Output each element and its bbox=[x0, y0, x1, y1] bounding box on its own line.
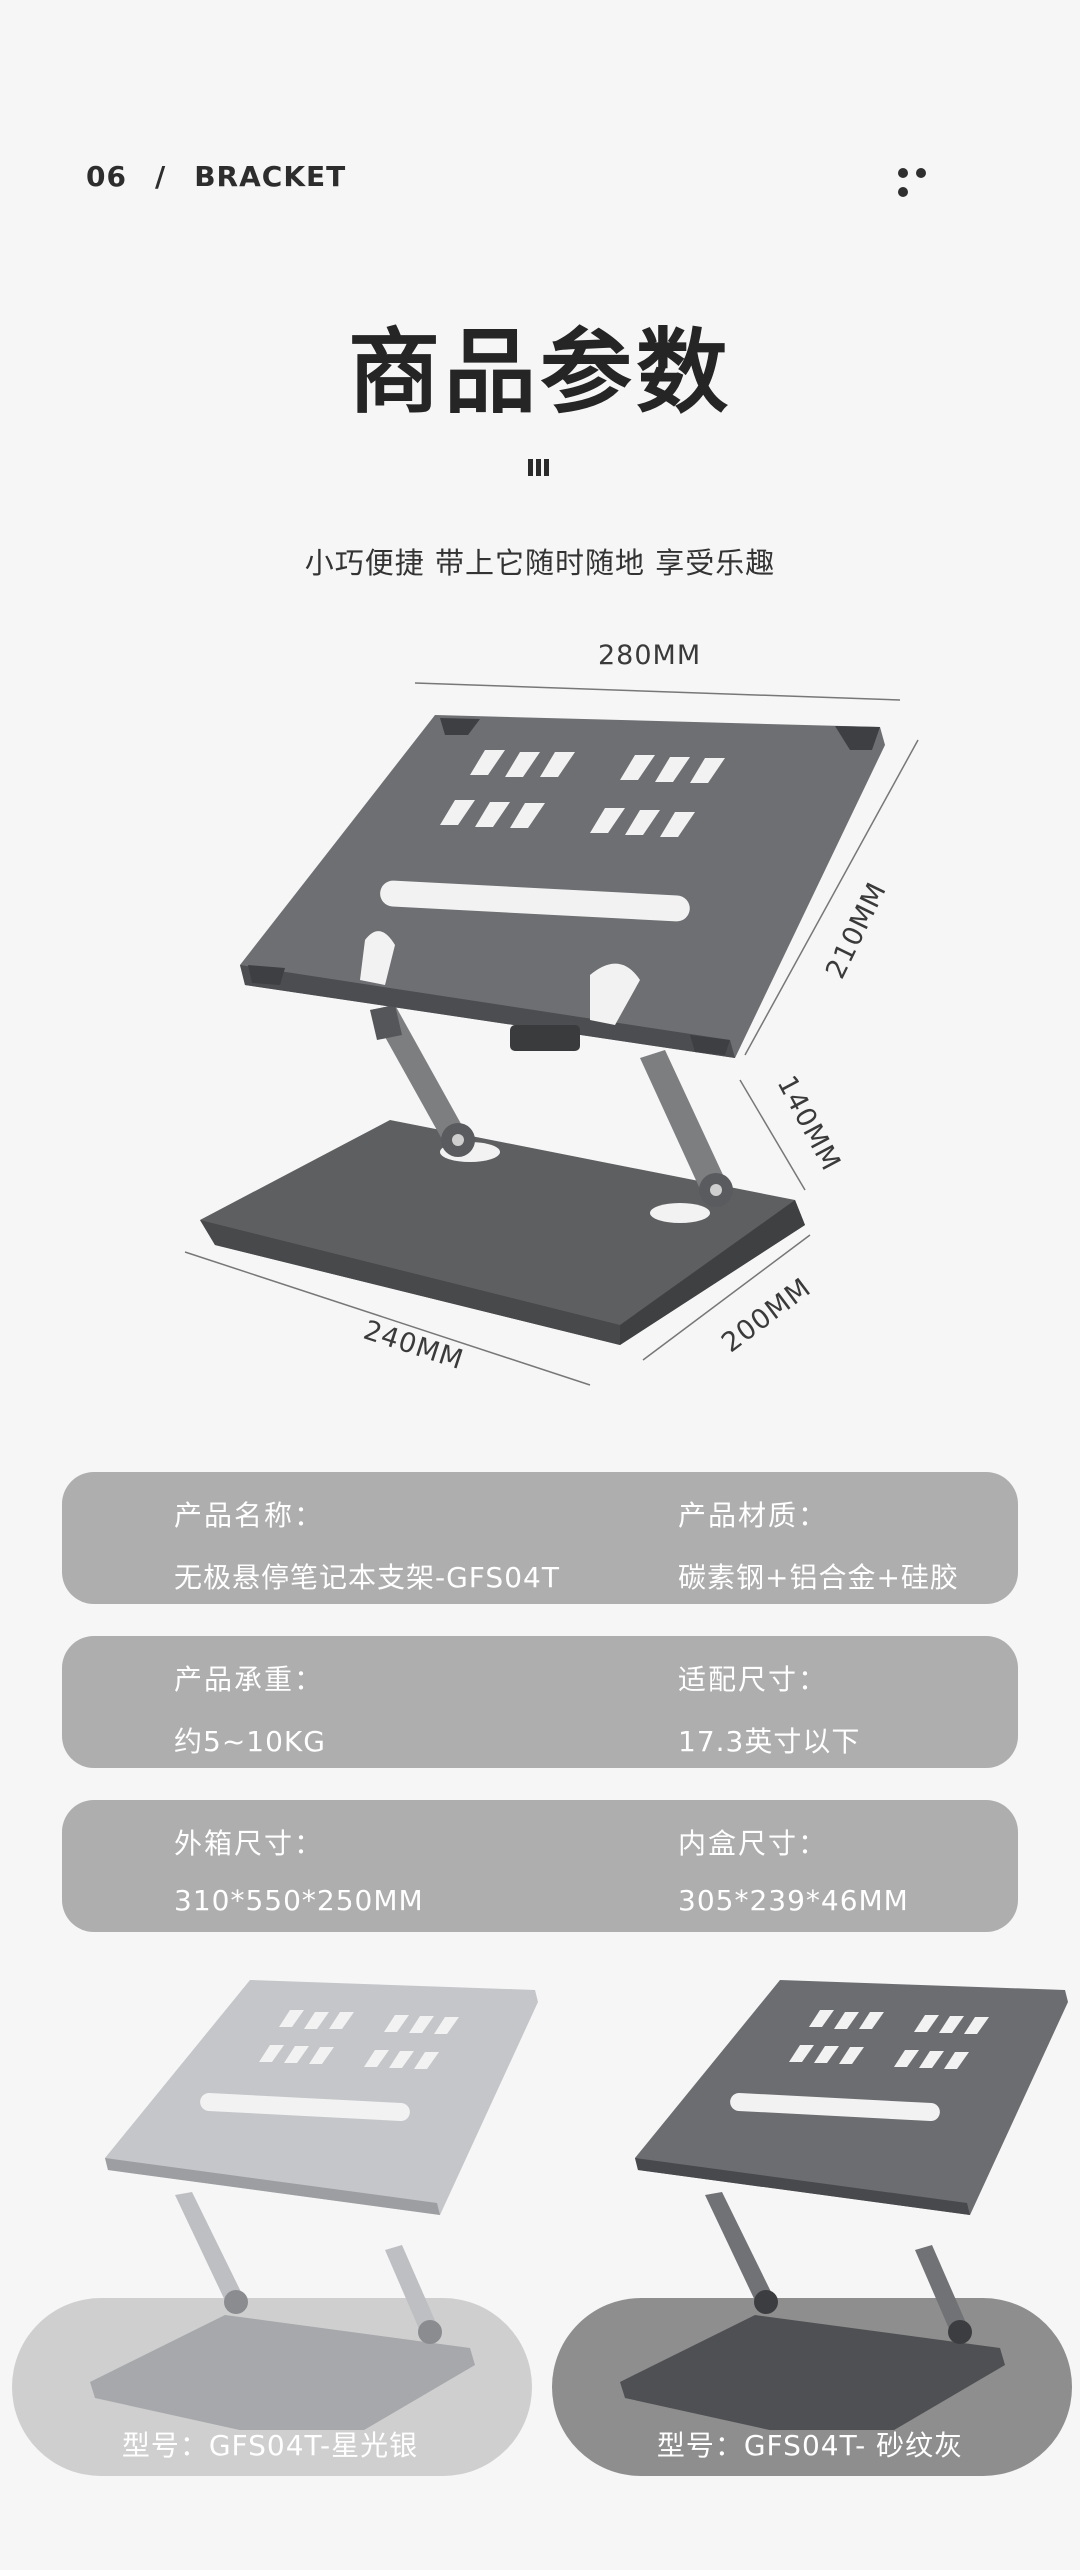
spec-value: 碳素钢+铝合金+硅胶 bbox=[678, 1561, 959, 1594]
spec-row: 产品承重： 约5~10KG 适配尺寸： 17.3英寸以下 bbox=[62, 1636, 1018, 1768]
stand-base-graphic bbox=[200, 1120, 805, 1345]
spec-label: 产品承重： bbox=[174, 1663, 325, 1696]
spec-label: 内盒尺寸： bbox=[678, 1827, 829, 1860]
stand-arms-graphic bbox=[370, 1005, 733, 1207]
spec-value: 305*239*46MM bbox=[678, 1884, 909, 1917]
spec-label: 适配尺寸： bbox=[678, 1663, 829, 1696]
spec-label: 产品名称： bbox=[174, 1499, 325, 1532]
stand-diagram bbox=[184, 682, 919, 1386]
page-title: 商品参数 bbox=[347, 319, 732, 426]
more-dots-icon[interactable] bbox=[898, 163, 950, 197]
spec-row: 外箱尺寸： 310*550*250MM 内盒尺寸： 305*239*46MM bbox=[62, 1800, 1018, 1932]
spec-value: 约5~10KG bbox=[174, 1725, 326, 1758]
stand-silver-graphic bbox=[90, 1980, 538, 2430]
spec-label: 产品材质： bbox=[678, 1499, 829, 1532]
spec-value: 17.3英寸以下 bbox=[678, 1725, 861, 1758]
dimension-lines bbox=[184, 682, 919, 1386]
spec-value: 310*550*250MM bbox=[174, 1884, 424, 1917]
slogan: 小巧便捷 带上它随时随地 享受乐趣 bbox=[304, 546, 776, 580]
panel-cutouts bbox=[360, 750, 725, 1025]
spec-label: 外箱尺寸： bbox=[174, 1827, 325, 1860]
section-number: 06 bbox=[86, 160, 127, 193]
divider-bars-icon bbox=[528, 459, 552, 479]
section-separator: / bbox=[154, 160, 167, 193]
section-name: BRACKET bbox=[194, 160, 347, 193]
variant-gray[interactable]: 型号：GFS04T- 砂纹灰 bbox=[540, 1970, 1080, 2570]
stand-panel-graphic bbox=[240, 715, 885, 1058]
dim-top-width: 280MM bbox=[598, 640, 702, 671]
variant-label: 型号：GFS04T-星光银 bbox=[121, 2429, 419, 2462]
variant-silver[interactable]: 型号：GFS04T-星光银 bbox=[0, 1970, 540, 2570]
variant-label: 型号：GFS04T- 砂纹灰 bbox=[656, 2429, 964, 2462]
spec-value: 无极悬停笔记本支架-GFS04T bbox=[174, 1561, 560, 1594]
stand-gray-graphic bbox=[620, 1980, 1068, 2430]
spec-row: 产品名称： 无极悬停笔记本支架-GFS04T 产品材质： 碳素钢+铝合金+硅胶 bbox=[62, 1472, 1018, 1604]
section-header: 06 / BRACKET bbox=[86, 160, 346, 193]
